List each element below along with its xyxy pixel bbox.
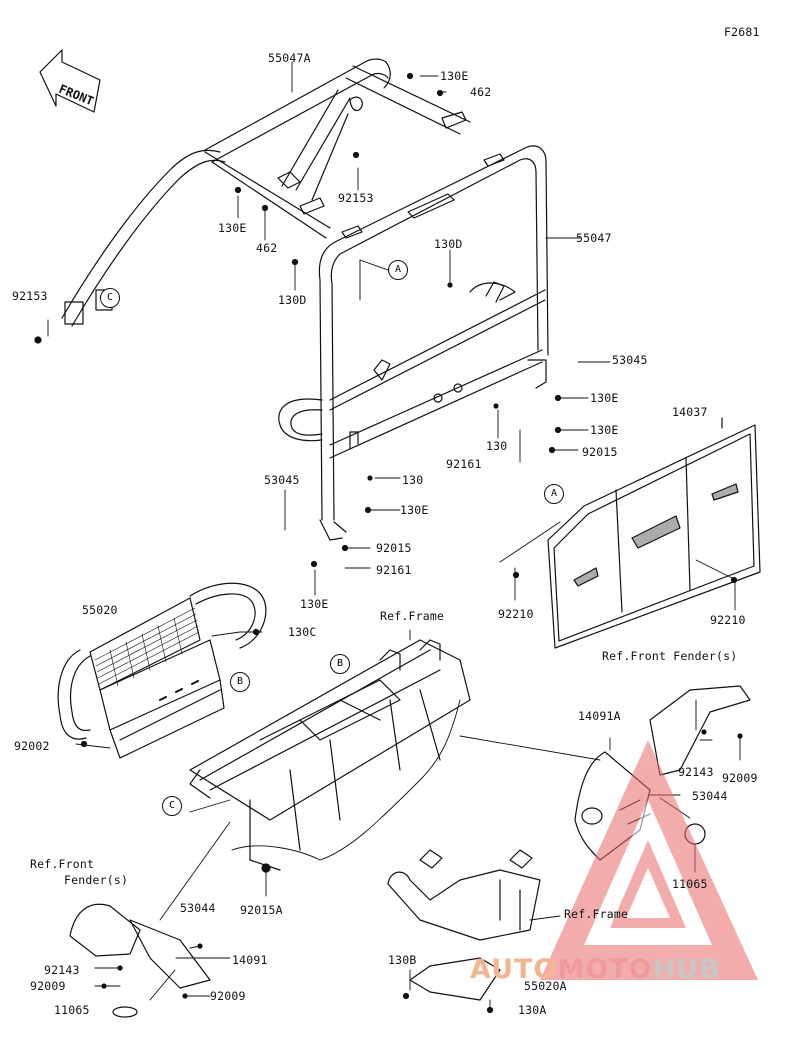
callout-14091: 14091 — [232, 953, 268, 967]
callout-130e-left: 130E — [218, 221, 247, 235]
callout-11065-l: 11065 — [54, 1003, 90, 1017]
watermark-text: AUTOMOTOHUB — [470, 954, 721, 985]
callout-92002: 92002 — [14, 739, 50, 753]
callout-130e-r1: 130E — [590, 391, 619, 405]
ref-marker-b-frame: B — [330, 654, 350, 674]
callout-53045-right: 53045 — [612, 353, 648, 367]
diagram-id: F2681 — [724, 25, 760, 39]
fasteners — [34, 72, 743, 1014]
ref-marker-c-top: C — [100, 288, 120, 308]
frame-ref — [159, 629, 601, 921]
callout-462-left: 462 — [256, 241, 278, 255]
roll-bar-55047a — [61, 58, 471, 327]
roll-cage-55047 — [278, 145, 549, 541]
callout-53045-left: 53045 — [264, 473, 300, 487]
leader-lines — [47, 61, 611, 596]
callout-462-top: 462 — [470, 85, 492, 99]
callout-130c: 130C — [288, 625, 317, 639]
ref-marker-b-guard: B — [230, 672, 250, 692]
watermark-hub: HUB — [652, 954, 721, 985]
callout-92143-l: 92143 — [44, 963, 80, 977]
callout-92015a: 92015A — [240, 903, 283, 917]
callout-53044-l: 53044 — [180, 901, 216, 915]
callout-55047a: 55047A — [268, 51, 311, 65]
skid-plate-55020a — [387, 849, 561, 1011]
callout-14091a: 14091A — [578, 709, 621, 723]
callout-130e-low: 130E — [300, 597, 329, 611]
ref-marker-a-top: A — [388, 260, 408, 280]
callout-130-l: 130 — [402, 473, 424, 487]
callout-92210-a: 92210 — [498, 607, 534, 621]
callout-92009-r: 92009 — [722, 771, 758, 785]
callout-130d-left: 130D — [278, 293, 307, 307]
callout-55020: 55020 — [82, 603, 118, 617]
callout-11065-r: 11065 — [672, 877, 708, 891]
callout-92015-l: 92015 — [376, 541, 412, 555]
rear-screen-14037 — [499, 417, 761, 649]
ref-marker-a-screen: A — [544, 484, 564, 504]
callout-55047: 55047 — [576, 231, 612, 245]
callout-92153-mid: 92153 — [338, 191, 374, 205]
callout-92153-left: 92153 — [12, 289, 48, 303]
ref-marker-c-frame: C — [162, 796, 182, 816]
callout-92009-l1: 92009 — [30, 979, 66, 993]
ref-frame-top: Ref.Frame — [380, 609, 445, 623]
callout-92210-b: 92210 — [710, 613, 746, 627]
callout-130b: 130B — [388, 953, 417, 967]
ref-front-fender-left-2: Fender(s) — [64, 873, 129, 887]
callout-92015-r: 92015 — [582, 445, 618, 459]
callout-14037: 14037 — [672, 405, 708, 419]
callout-130a: 130A — [518, 1003, 547, 1017]
callout-130e-r2: 130E — [590, 423, 619, 437]
callout-130: 130 — [486, 439, 508, 453]
front-arrow-icon: FRONT — [39, 49, 101, 113]
watermark-logo — [540, 740, 758, 980]
callout-53044-r: 53044 — [692, 789, 728, 803]
fender-panel-14091 — [69, 903, 231, 1018]
callout-130e-l: 130E — [400, 503, 429, 517]
ref-frame-low: Ref.Frame — [564, 907, 629, 921]
callout-130e-top: 130E — [440, 69, 469, 83]
callout-130d-mid: 130D — [434, 237, 463, 251]
callout-55020a: 55020A — [524, 979, 567, 993]
ref-front-fender-right: Ref.Front Fender(s) — [602, 649, 738, 663]
front-guard-55020 — [57, 582, 267, 759]
watermark-auto: AUTO — [470, 954, 558, 985]
callout-92161-r: 92161 — [446, 457, 482, 471]
callout-92009-l2: 92009 — [210, 989, 246, 1003]
callout-92143-r: 92143 — [678, 765, 714, 779]
watermark-moto: MOTO — [557, 954, 653, 985]
callout-92161-l: 92161 — [376, 563, 412, 577]
ref-front-fender-left-1: Ref.Front — [30, 857, 95, 871]
